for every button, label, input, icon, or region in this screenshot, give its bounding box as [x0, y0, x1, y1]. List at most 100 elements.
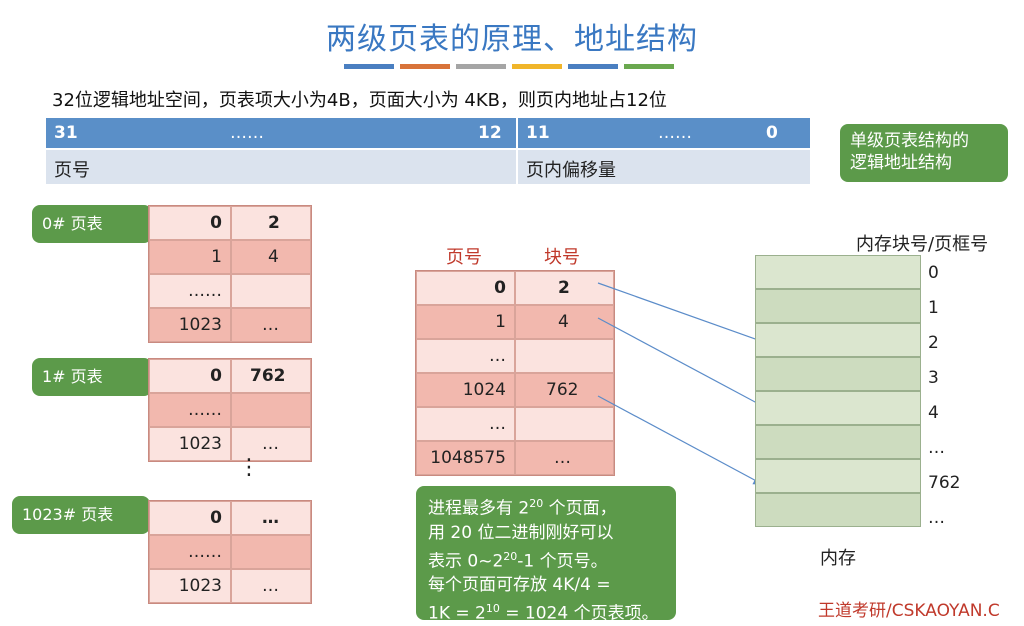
bit-31-label: 31 — [54, 123, 78, 143]
table-0-tag: 0# 页表 — [32, 205, 152, 243]
memory-block-label: … — [928, 508, 945, 528]
table-row: … — [416, 339, 614, 373]
memory-header: 内存块号/页框号 — [856, 234, 989, 255]
table-row: …… — [149, 535, 311, 569]
bit-dots: …… — [658, 123, 692, 143]
memory-block-label: 1 — [928, 298, 939, 318]
memory-block — [755, 357, 921, 391]
memory-block-label: 3 — [928, 368, 939, 388]
note-line: 每个页面可存放 4K/4 = — [428, 575, 611, 596]
table-cell: …… — [149, 393, 231, 427]
table-cell: 1024 — [416, 373, 515, 407]
note-text: -1 个页号。 — [517, 551, 608, 572]
table-cell: … — [231, 308, 311, 342]
address-bit-range-low: 11 …… 0 — [518, 118, 810, 148]
table-cell: 1023 — [149, 427, 231, 461]
table-cell: 4 — [515, 305, 614, 339]
table-cell — [515, 407, 614, 441]
bit-12-label: 12 — [478, 123, 502, 143]
memory-blocks — [755, 255, 921, 527]
table-cell: … — [416, 339, 515, 373]
note-line: 用 20 位二进制刚好可以 — [428, 522, 614, 543]
memory-block — [755, 289, 921, 323]
table-row: 1023 … — [149, 308, 311, 342]
table-cell: 1 — [149, 240, 231, 274]
table-cell — [515, 339, 614, 373]
table-cell: … — [231, 501, 311, 535]
note-text: 进程最多有 2 — [428, 498, 530, 519]
page-offset-label: 页内偏移量 — [526, 160, 616, 181]
table-cell: 2 — [515, 271, 614, 305]
table-cell: 1048575 — [416, 441, 515, 475]
arrow — [597, 282, 774, 347]
title-underline-stripes — [344, 64, 674, 69]
memory-block-label: … — [928, 438, 945, 458]
table-row: 1023 … — [149, 569, 311, 603]
page-number-label: 页号 — [54, 160, 90, 181]
memory-block — [755, 255, 921, 289]
table-cell: …… — [149, 274, 231, 308]
col-header-block: 块号 — [544, 247, 580, 268]
table-cell: 762 — [515, 373, 614, 407]
table-cell: 2 — [231, 206, 311, 240]
table-cell: 1023 — [149, 569, 231, 603]
stripe — [344, 64, 394, 69]
memory-block-label: 2 — [928, 333, 939, 353]
stripe — [456, 64, 506, 69]
bit-11-label: 11 — [526, 123, 550, 143]
table-cell: … — [416, 407, 515, 441]
note-line: 进程最多有 220 个页面， — [428, 492, 664, 521]
explanation-note: 进程最多有 220 个页面， 用 20 位二进制刚好可以 表示 0~220-1 … — [416, 486, 676, 624]
page-table-0: 0 2 1 4 …… 1023 … — [148, 205, 312, 343]
arrow — [597, 317, 772, 411]
memory-block — [755, 323, 921, 357]
memory-block-label: 762 — [928, 473, 961, 493]
table-cell — [231, 535, 311, 569]
col-header-page: 页号 — [446, 247, 482, 268]
page-offset-field: 页内偏移量 — [518, 150, 810, 184]
table-cell: 0 — [149, 501, 231, 535]
table-cell — [231, 393, 311, 427]
table-row: 1 4 — [416, 305, 614, 339]
page-table-1023: 0 … …… 1023 … — [148, 500, 312, 604]
table-row: 1024 762 — [416, 373, 614, 407]
table-cell: 0 — [149, 359, 231, 393]
table-cell: 0 — [149, 206, 231, 240]
table-row: …… — [149, 274, 311, 308]
address-bit-range-high: 31 …… 12 — [46, 118, 516, 148]
table-row: 1 4 — [149, 240, 311, 274]
stripe — [400, 64, 450, 69]
table-cell: 1 — [416, 305, 515, 339]
callout-line: 逻辑地址结构 — [850, 153, 952, 173]
stripe — [568, 64, 618, 69]
note-sup: 10 — [485, 602, 500, 616]
note-text: = 1024 个页表项。 — [499, 603, 659, 624]
page-table-1: 0 762 …… 1023 … — [148, 358, 312, 462]
note-text: 表示 0~2 — [428, 551, 504, 572]
bit-0-label: 0 — [766, 123, 778, 143]
note-text: 1K = 2 — [428, 603, 486, 624]
table-row: …… — [149, 393, 311, 427]
table-cell: 4 — [231, 240, 311, 274]
memory-block — [755, 391, 921, 425]
arrow — [597, 395, 764, 485]
note-line: 1K = 210 = 1024 个页表项。 — [428, 597, 664, 626]
table-cell: 762 — [231, 359, 311, 393]
memory-footer: 内存 — [820, 548, 856, 569]
memory-block — [755, 425, 921, 459]
table-row: 0 … — [149, 501, 311, 535]
brand-logo-text: 王道考研/CSKAOYAN.C — [818, 601, 1000, 621]
table-row: 0 2 — [149, 206, 311, 240]
table-cell: … — [231, 427, 311, 461]
page-number-field: 页号 — [46, 150, 516, 184]
table-cell: …… — [149, 535, 231, 569]
note-text: 个页面， — [543, 498, 617, 519]
memory-block-label: 4 — [928, 403, 939, 423]
table-row: … — [416, 407, 614, 441]
single-level-callout: 单级页表结构的 逻辑地址结构 — [840, 124, 1008, 182]
single-level-page-table: 0 2 1 4 … 1024 762 … 1048575 … — [415, 270, 615, 476]
table-row: 0 762 — [149, 359, 311, 393]
memory-block — [755, 459, 921, 493]
table-1-tag: 1# 页表 — [32, 358, 152, 396]
note-sup: 20 — [503, 549, 518, 563]
